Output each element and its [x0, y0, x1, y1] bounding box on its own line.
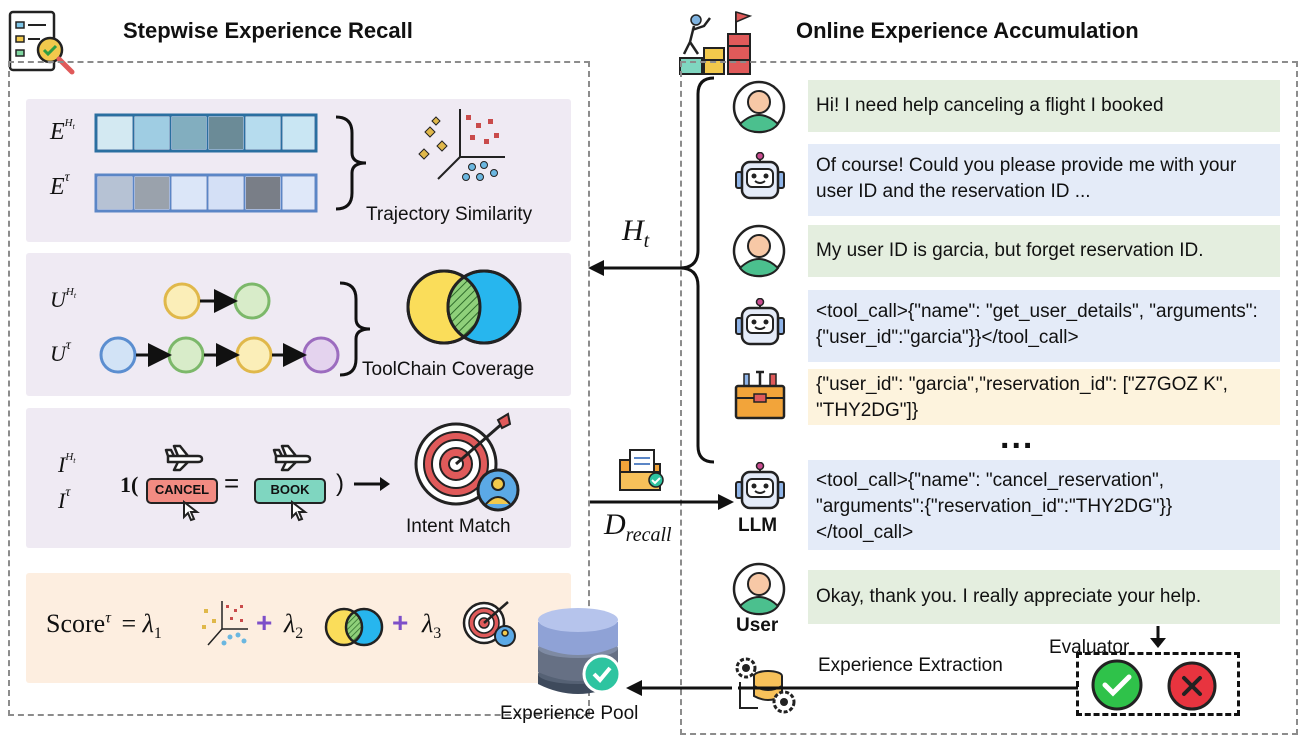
- bot-icon: [735, 152, 785, 200]
- lambda2-term: λ2: [284, 609, 304, 643]
- venn-diagram-icon: [406, 269, 522, 345]
- e-tau-label: Eτ: [50, 170, 70, 200]
- user-avatar-icon: [732, 80, 786, 134]
- venn-diagram-icon: [324, 607, 384, 647]
- scatter-plot-icon: [202, 601, 248, 646]
- intent-match-label: Intent Match: [406, 516, 511, 537]
- document-folder-icon: [619, 449, 664, 491]
- plus-sign: +: [256, 607, 273, 638]
- right-dashed-frame: [680, 61, 1298, 735]
- chat-message-llm: <tool_call>{"name": "cancel_reservation"…: [808, 460, 1280, 550]
- chat-message-bot: <tool_call>{"name": "get_user_details", …: [808, 290, 1280, 362]
- left-header-icon: [6, 10, 78, 76]
- experience-extraction-label: Experience Extraction: [818, 655, 1003, 676]
- close-paren: ): [336, 470, 344, 497]
- trajectory-similarity-label: Trajectory Similarity: [366, 204, 533, 225]
- llm-label: LLM: [738, 515, 778, 536]
- coverage-panel: UHt Uτ ToolChain Coverage: [26, 253, 571, 396]
- tool-chain-graph: [99, 282, 340, 374]
- i-ht-label: IHt: [58, 450, 76, 477]
- left-dashed-frame: [8, 61, 590, 716]
- cursor-icon: [291, 500, 308, 522]
- database-icon: [538, 608, 622, 694]
- evaluator-box: [1076, 652, 1240, 716]
- d-recall-label: Drecall: [604, 508, 672, 546]
- bot-icon: [735, 298, 785, 346]
- history-bracket: [588, 76, 715, 464]
- intent-panel: IHt Iτ 1( CANCEL = BOOK ) Intent Match: [26, 408, 571, 548]
- chat-message-user: Hi! I need help canceling a flight I boo…: [808, 80, 1280, 132]
- chat-message-bot: Of course! Could you please provide me w…: [808, 144, 1280, 216]
- history-ht-label: Ht: [622, 214, 650, 252]
- brace-icon: [335, 115, 367, 211]
- down-arrow-icon: [1150, 626, 1166, 648]
- target-icon: [462, 601, 516, 647]
- llm-bot-icon: [735, 462, 785, 510]
- u-tau-label: Uτ: [50, 337, 71, 366]
- check-icon: [1091, 659, 1143, 711]
- score-panel: Scoreτ = λ1 + λ2 + λ3: [26, 573, 571, 683]
- user-label: User: [736, 615, 779, 636]
- right-title: Online Experience Accumulation: [796, 18, 1139, 43]
- i-tau-label: Iτ: [58, 484, 71, 513]
- toolchain-coverage-label: ToolChain Coverage: [362, 359, 535, 380]
- scatter-plot-icon: [418, 109, 505, 181]
- recall-arrow: [590, 494, 734, 510]
- cross-icon: [1167, 661, 1217, 711]
- airplane-icon: [164, 444, 204, 472]
- similarity-panel: EHt Eτ Trajectory Similarity: [26, 99, 571, 242]
- indicator-function: 1(: [120, 472, 139, 497]
- airplane-icon: [272, 444, 312, 472]
- e-ht-label: EHt: [50, 117, 75, 145]
- user-avatar-icon: [732, 224, 786, 278]
- experience-pool-label: Experience Pool: [500, 703, 639, 724]
- chat-message-user: My user ID is garcia, but forget reserva…: [808, 225, 1280, 277]
- brace-icon: [339, 281, 371, 377]
- ellipsis: ...: [1000, 418, 1035, 456]
- lambda3-term: λ3: [422, 609, 442, 643]
- gear-database-icon: [735, 657, 796, 714]
- embedding-bars: [94, 113, 318, 213]
- cursor-icon: [183, 500, 200, 522]
- chat-message-tool: {"user_id": "garcia","reservation_id": […: [808, 369, 1280, 425]
- chat-message-user: Okay, thank you. I really appreciate you…: [808, 570, 1280, 624]
- toolbox-icon: [734, 370, 786, 420]
- u-ht-label: UHt: [50, 285, 77, 312]
- cancel-button-icon: CANCEL: [146, 478, 218, 504]
- score-formula: Scoreτ = λ1: [46, 609, 162, 643]
- left-title: Stepwise Experience Recall: [123, 18, 413, 43]
- extraction-arrow: [626, 680, 1078, 696]
- user-avatar-icon: [732, 562, 786, 616]
- plus-sign: +: [392, 607, 409, 638]
- equals-sign: =: [224, 468, 240, 498]
- book-button-icon: BOOK: [254, 478, 326, 504]
- target-icon: [414, 412, 520, 512]
- right-arrow-icon: [354, 477, 390, 491]
